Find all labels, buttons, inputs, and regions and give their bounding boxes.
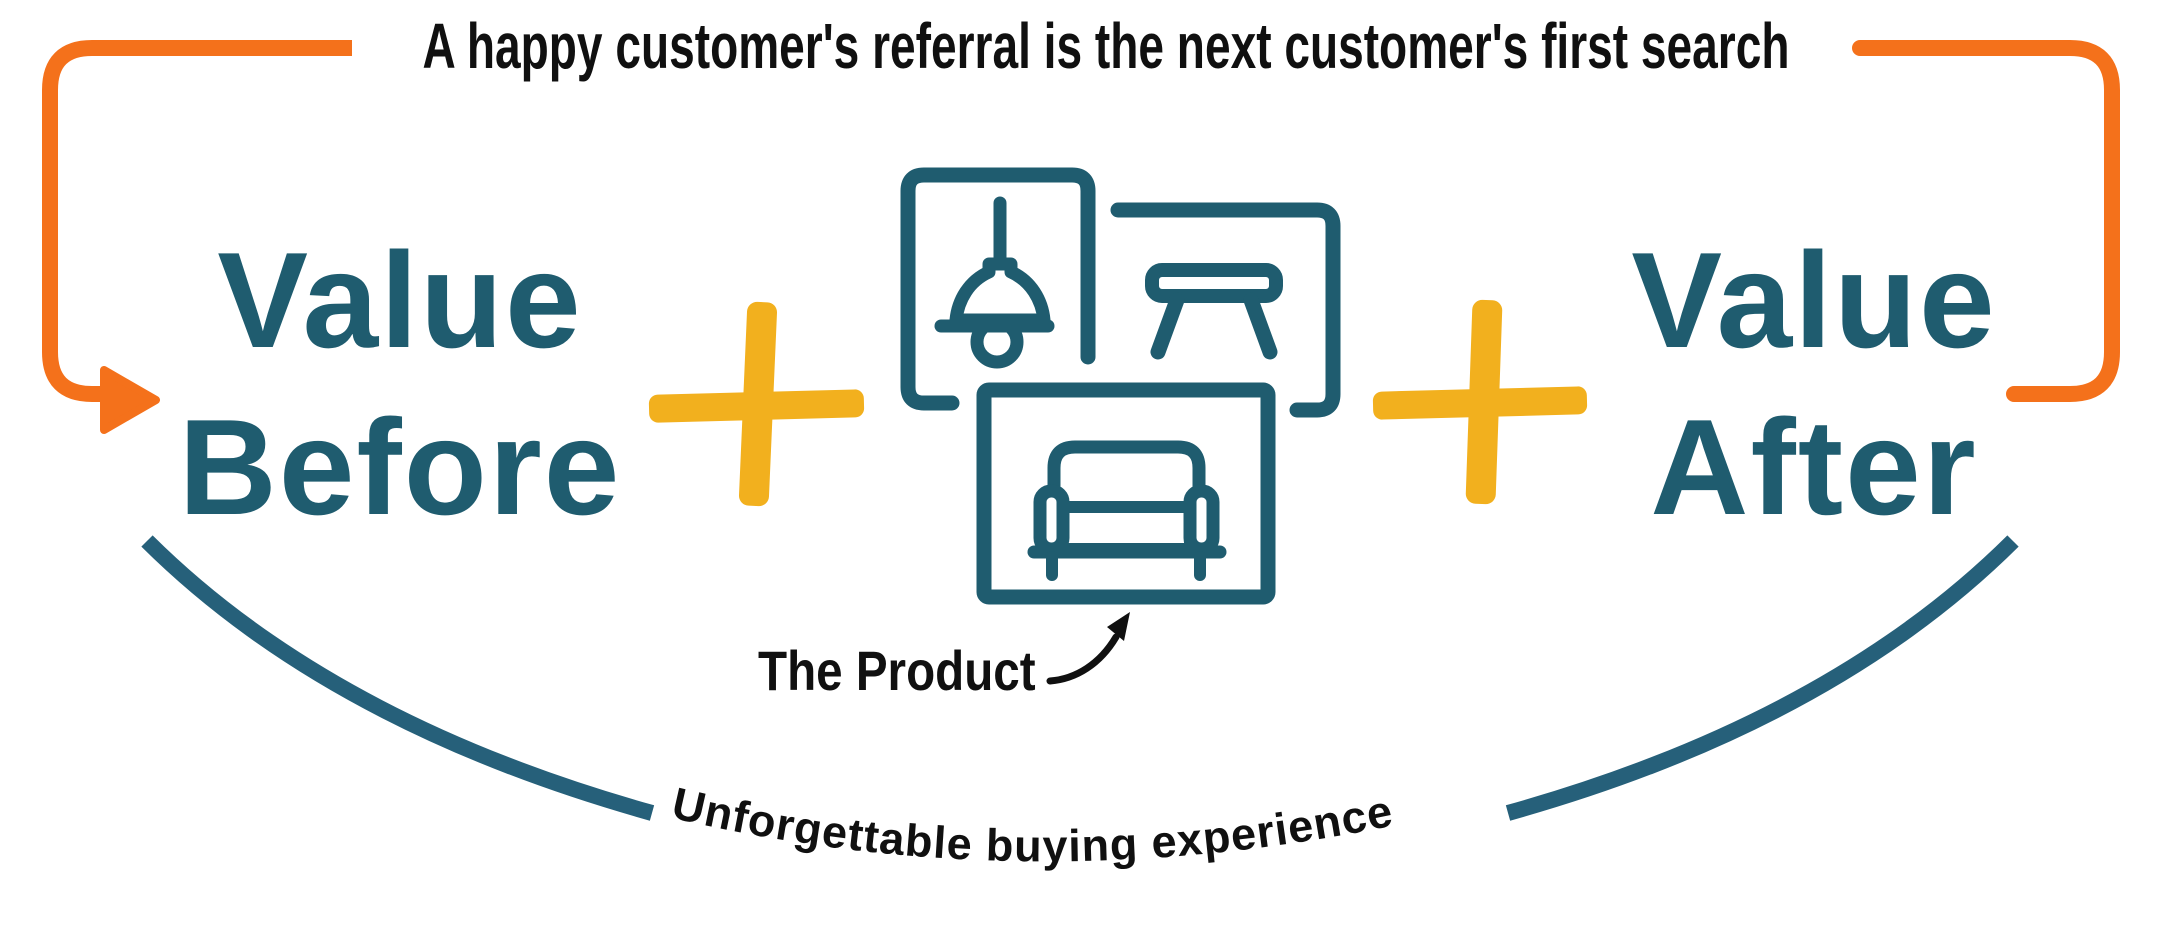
table-leg-right [1243,292,1278,360]
plus-vertical-stroke [738,301,778,507]
right-bracket-line [1852,40,2120,402]
bottom-label: Unforgettable buying experience [668,777,1397,871]
headline-group: A happy customer's referral is the next … [423,11,1790,82]
left-bracket-line [42,40,352,402]
sofa-frame [976,382,1276,605]
value-before-line2: Before [179,391,622,543]
table-frame [1110,202,1341,418]
lamp-shade [949,257,1051,327]
plus-icon-left [648,301,865,507]
experience-arcs [141,535,2019,821]
bottom-label-arc: Unforgettable buying experience [668,777,1398,871]
product-frames-group [900,167,1341,605]
sofa-back [1047,440,1206,552]
pendant-lamp-icon [900,167,1096,411]
value-before-line1: Value [217,224,582,376]
product-label: The Product [758,640,1036,702]
table-top [1145,263,1283,303]
curved-sketch-arrow-icon [1046,633,1120,685]
headline: A happy customer's referral is the next … [423,11,1790,82]
value-after-line2: After [1650,391,1977,543]
left-referral-bracket [42,40,352,434]
value-before-block: Value Before [179,224,622,543]
table-icon [1110,202,1341,418]
smile-arc-right [1505,535,2019,821]
lamp-frame [900,167,1096,411]
table-leg-left [1150,292,1185,360]
value-after-line1: Value [1631,224,1996,376]
smile-arc-left [141,535,655,821]
plus-vertical-stroke [1465,299,1503,505]
right-referral-bracket [1852,40,2120,402]
value-after-block: Value After [1631,224,1996,543]
arrow-right-icon [100,366,160,434]
sketch-arrowhead [1107,612,1130,641]
plus-icon-right [1372,299,1588,505]
product-label-group: The Product [758,612,1130,703]
sofa-seat [1056,501,1196,555]
sofa-armrest-right [1183,484,1220,556]
sofa-armrest-left [1033,484,1070,556]
sofa-icon [976,382,1276,605]
